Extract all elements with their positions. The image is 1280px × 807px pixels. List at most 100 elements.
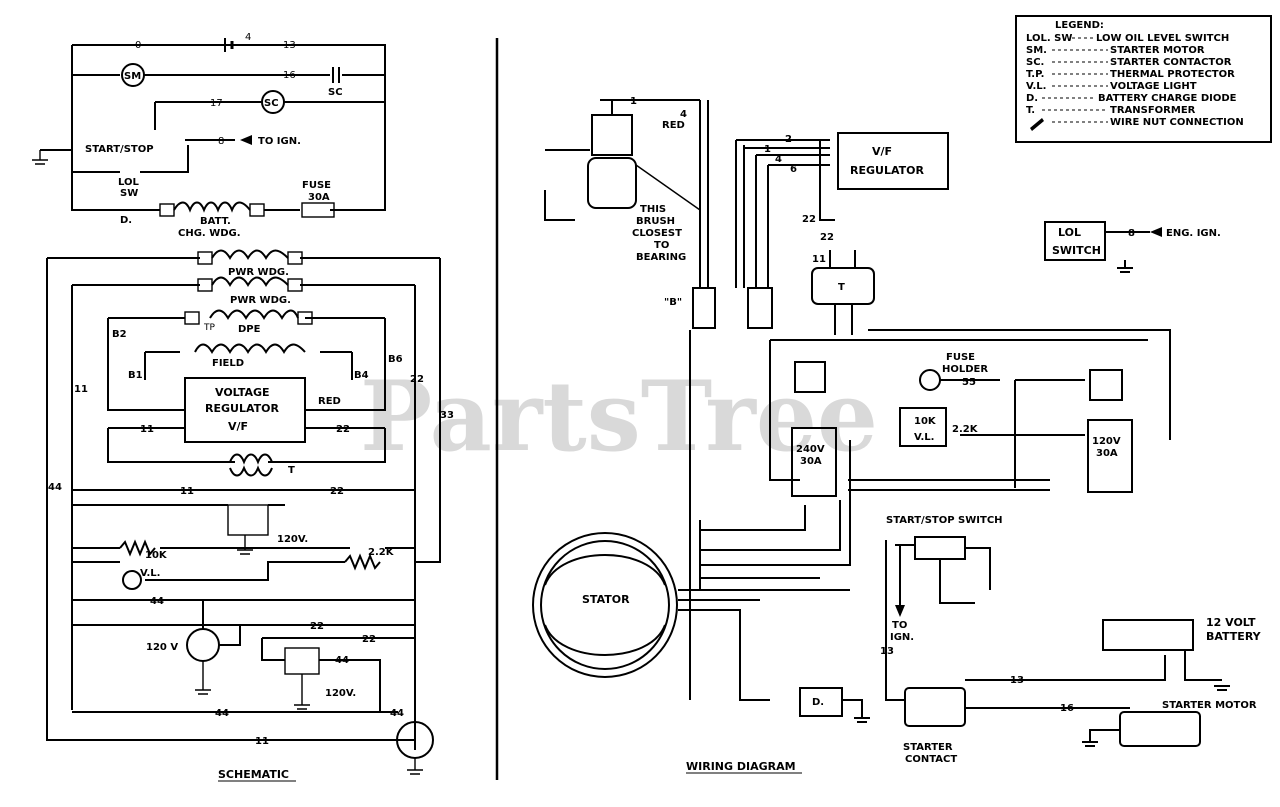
wire-11-relay: 11 [180, 486, 194, 497]
legend-abbr-4: V.L. [1026, 81, 1046, 92]
legend-title: LEGEND: [1055, 20, 1104, 31]
r22k-label: 2.2K [368, 547, 395, 558]
transformer-wiring [811, 267, 875, 305]
outlet-120v-symbol [186, 628, 220, 662]
legend-abbr-5: D. [1026, 93, 1038, 104]
wire-11-vr: 11 [140, 424, 154, 435]
r240-label-2: 30A [800, 456, 822, 467]
vf-regulator-box [837, 132, 949, 190]
b6-label: B6 [388, 354, 403, 365]
legend-desc-6: TRANSFORMER [1110, 105, 1196, 116]
sc-circle-label: SC [264, 98, 279, 109]
vr-line1: VOLTAGE [215, 386, 270, 399]
wire-22-relay: 22 [330, 486, 344, 497]
tp-label: TP [203, 323, 215, 333]
schematic: 0 4 13 SM 16 SC SC 17 START/STOP 8 TO IG… [32, 32, 454, 782]
pwr-wdg-label-2: PWR WDG. [230, 295, 291, 306]
to-label: TO [892, 620, 907, 631]
legend-desc-5: BATTERY CHARGE DIODE [1098, 93, 1237, 104]
k10-label: 10K [914, 416, 937, 427]
brush-line3: CLOSEST [632, 228, 682, 239]
wire-13-batt: 13 [1010, 675, 1024, 686]
wire-44-left: 44 [48, 482, 62, 493]
battery-label-2: BATTERY [1206, 630, 1262, 643]
v120c-label: 120V. [325, 688, 356, 699]
r10k-label: 10K [145, 550, 168, 561]
wire-13: 13 [283, 40, 296, 51]
r240-label-1: 240V [796, 444, 825, 455]
starter-motor-label: STARTER MOTOR [1162, 700, 1257, 711]
r120-label-1: 120V [1092, 436, 1121, 447]
fuse-holder-label-2: HOLDER [942, 364, 988, 375]
lol-switch-box [1044, 221, 1106, 261]
legend-desc-0: LOW OIL LEVEL SWITCH [1096, 33, 1229, 44]
diode-d [799, 687, 843, 717]
sc-contact-label: SC [328, 87, 343, 98]
legend-abbr-2: SC. [1026, 57, 1044, 68]
wire-1-vf: 1 [764, 144, 771, 155]
wire-4-vf: 4 [775, 154, 782, 165]
fuse-holder-label-1: FUSE [946, 352, 975, 363]
v120-label: 120V. [277, 534, 308, 545]
fuse-rating-label: 30A [308, 192, 330, 203]
starter-contact [904, 687, 966, 727]
vr-line2: REGULATOR [205, 402, 279, 415]
fuse-label: FUSE [302, 180, 331, 191]
legend-desc-7: WIRE NUT CONNECTION [1110, 117, 1244, 128]
wire-nut-icon [1030, 118, 1044, 131]
wire-8-lol: 8 [1128, 228, 1135, 239]
wire-22-outlet: 22 [310, 621, 324, 632]
sm-label: SM [124, 71, 141, 82]
sc-label-2: CONTACT [905, 754, 957, 765]
b-terminal-label: "B" [664, 297, 682, 308]
b4-label: B4 [354, 370, 369, 381]
battery-12v [1102, 619, 1194, 651]
wire-33-right: 33 [440, 410, 454, 421]
wire-1-brush: 1 [630, 96, 637, 107]
brush-line4: TO [654, 240, 669, 251]
fuse-symbol [301, 202, 335, 218]
field-label: FIELD [212, 358, 244, 369]
wiring-diagram: 1 4 RED THIS BRUSH CLOSEST TO BEARING "B… [532, 96, 1262, 774]
diode-d-label: D. [812, 697, 824, 708]
t-label: T [288, 465, 295, 476]
wire-2-vf: 2 [785, 134, 792, 145]
wire-4-brush: 4 [680, 109, 687, 120]
vr-line3: V/F [228, 420, 248, 433]
wire-11-bottom: 11 [255, 736, 269, 747]
wire-22-t2: 22 [820, 232, 834, 243]
battery-label-1: 12 VOLT [1206, 616, 1256, 629]
wire-44-outlet: 44 [150, 596, 164, 607]
voltage-light-block [899, 407, 947, 447]
voltage-regulator-box [184, 377, 306, 443]
legend-desc-4: VOLTAGE LIGHT [1110, 81, 1197, 92]
wire-55-fuse: 55 [962, 377, 976, 388]
wire-17: 17 [210, 98, 223, 109]
wire-6-vf: 6 [790, 164, 797, 175]
ss-switch-label: START/STOP SWITCH [886, 515, 1003, 526]
legend-abbr-0: LOL. SW [1026, 33, 1072, 44]
wire-22-b: 22 [362, 634, 376, 645]
relay-120v-wiring [1087, 419, 1133, 493]
schematic-title: SCHEMATIC [218, 768, 289, 781]
brush-line2: BRUSH [636, 216, 675, 227]
pwr-wdg-label-1: PWR WDG. [228, 267, 289, 278]
batt-label: BATT. [200, 216, 231, 227]
wire-44-bottom: 44 [215, 708, 229, 719]
red-label: RED [318, 396, 341, 407]
chg-wdg-label: CHG. WDG. [178, 228, 241, 239]
wire-0: 0 [135, 40, 141, 51]
terminal-block-a [692, 287, 716, 329]
d-label: D. [120, 215, 132, 226]
brush-line5: BEARING [636, 252, 686, 263]
t-wiring-label: T [838, 282, 845, 293]
vf-label-2: REGULATOR [850, 164, 924, 177]
wire-11-t: 11 [812, 254, 826, 265]
k22-label: 2.2K [952, 424, 979, 435]
terminal-block-b [747, 287, 773, 329]
to-ign-label: TO IGN. [258, 136, 301, 147]
relay-block-b [1089, 369, 1123, 401]
legend: LEGEND: LOL. SW LOW OIL LEVEL SWITCH SM.… [1015, 15, 1272, 143]
